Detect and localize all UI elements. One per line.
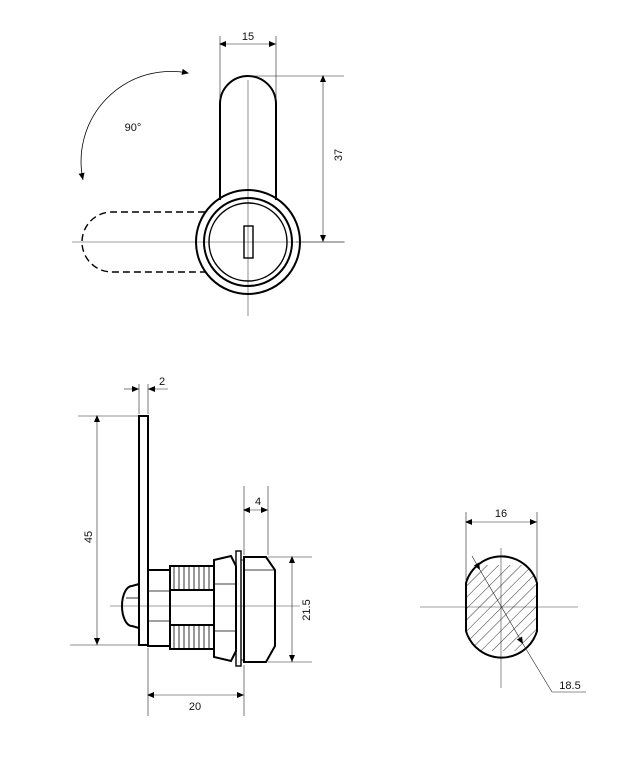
section-view: 16 18.5: [420, 508, 586, 693]
section-flat-label: 16: [495, 508, 507, 520]
cam-arm-rotated-dashed: [81, 211, 205, 273]
section-outline: [465, 555, 538, 659]
section-hatching: [466, 565, 537, 651]
lock-front-flange: [243, 556, 276, 663]
section-diameter-label: 18.5: [559, 680, 580, 692]
rotation-label: 90°: [125, 122, 142, 134]
top-width-label: 15: [242, 31, 254, 43]
thread-core: [169, 589, 215, 626]
plate-height-label: 45: [83, 531, 95, 543]
section-diameter-leader-inner: [471, 555, 481, 571]
key-slot: [243, 225, 254, 259]
lock-face-ring: [203, 197, 293, 287]
flange-depth-label: 4: [255, 496, 261, 508]
plate-thickness-label: 2: [159, 376, 165, 388]
mounting-plate: [138, 415, 149, 646]
thread-lower: [169, 624, 215, 650]
section-diameter-leader: [479, 569, 524, 645]
lock-face-inner: [208, 202, 288, 282]
side-view: 2 45 4 21.5 20: [70, 376, 313, 716]
top-height-label: 37: [333, 149, 345, 161]
hex-nut: [213, 554, 237, 663]
front-view: 15 37 90°: [72, 31, 345, 316]
shaft-collar: [147, 569, 171, 647]
rear-knob: [121, 583, 140, 629]
flange-diameter-label: 21.5: [301, 599, 313, 620]
thread-upper: [169, 565, 215, 591]
section-diameter-leader-tail: [522, 643, 553, 693]
body-length-label: 20: [189, 701, 201, 713]
rotation-arc: [78, 68, 189, 181]
